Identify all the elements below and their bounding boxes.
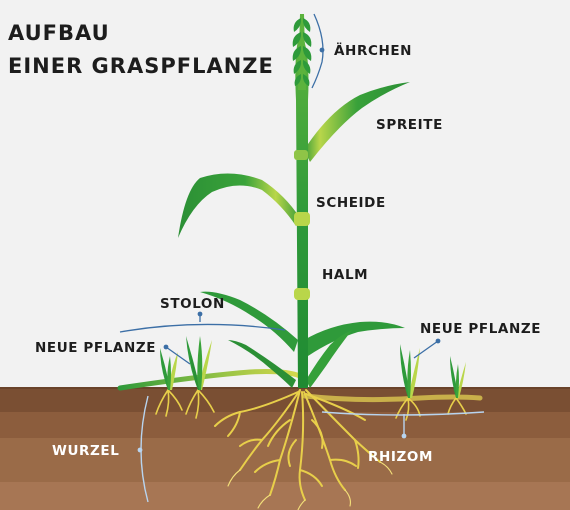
spike xyxy=(292,14,312,90)
rhizom-runner xyxy=(302,393,483,403)
new-plant-right-1 xyxy=(400,344,420,398)
new-plant-left-1 xyxy=(160,348,178,390)
soil-layer-bottom xyxy=(0,482,570,510)
main-plant-leaves xyxy=(178,82,410,388)
label-neue-pflanze-left: NEUE PFLANZE xyxy=(35,340,156,356)
label-neue-pflanze-right: NEUE PFLANZE xyxy=(420,321,541,337)
leader-rhizom xyxy=(321,411,485,416)
new-plant-left-2 xyxy=(186,336,212,390)
label-aehrchen: ÄHRCHEN xyxy=(334,42,412,59)
leader-stolon xyxy=(119,323,286,333)
soil-layer-mid xyxy=(0,412,570,438)
leader-lines xyxy=(119,13,485,503)
leader-neue-pflanze-right xyxy=(413,340,439,359)
main-stem xyxy=(294,40,310,388)
label-stolon: STOLON xyxy=(160,296,225,312)
title-line-2: EINER GRASPFLANZE xyxy=(8,54,274,78)
label-rhizom: RHIZOM xyxy=(368,449,433,465)
stolon-runner xyxy=(117,369,303,391)
label-scheide: SCHEIDE xyxy=(316,195,386,211)
soil xyxy=(0,387,570,510)
soil-layer-top xyxy=(0,388,570,412)
label-wurzel: WURZEL xyxy=(52,443,119,459)
label-halm: HALM xyxy=(322,267,368,283)
main-roots xyxy=(214,389,381,501)
title-line-1: AUFBAU xyxy=(8,21,110,45)
leader-aehrchen xyxy=(311,13,324,89)
new-plant-right-2 xyxy=(450,356,466,398)
label-spreite: SPREITE xyxy=(376,117,443,133)
leader-neue-pflanze-left xyxy=(165,346,191,365)
